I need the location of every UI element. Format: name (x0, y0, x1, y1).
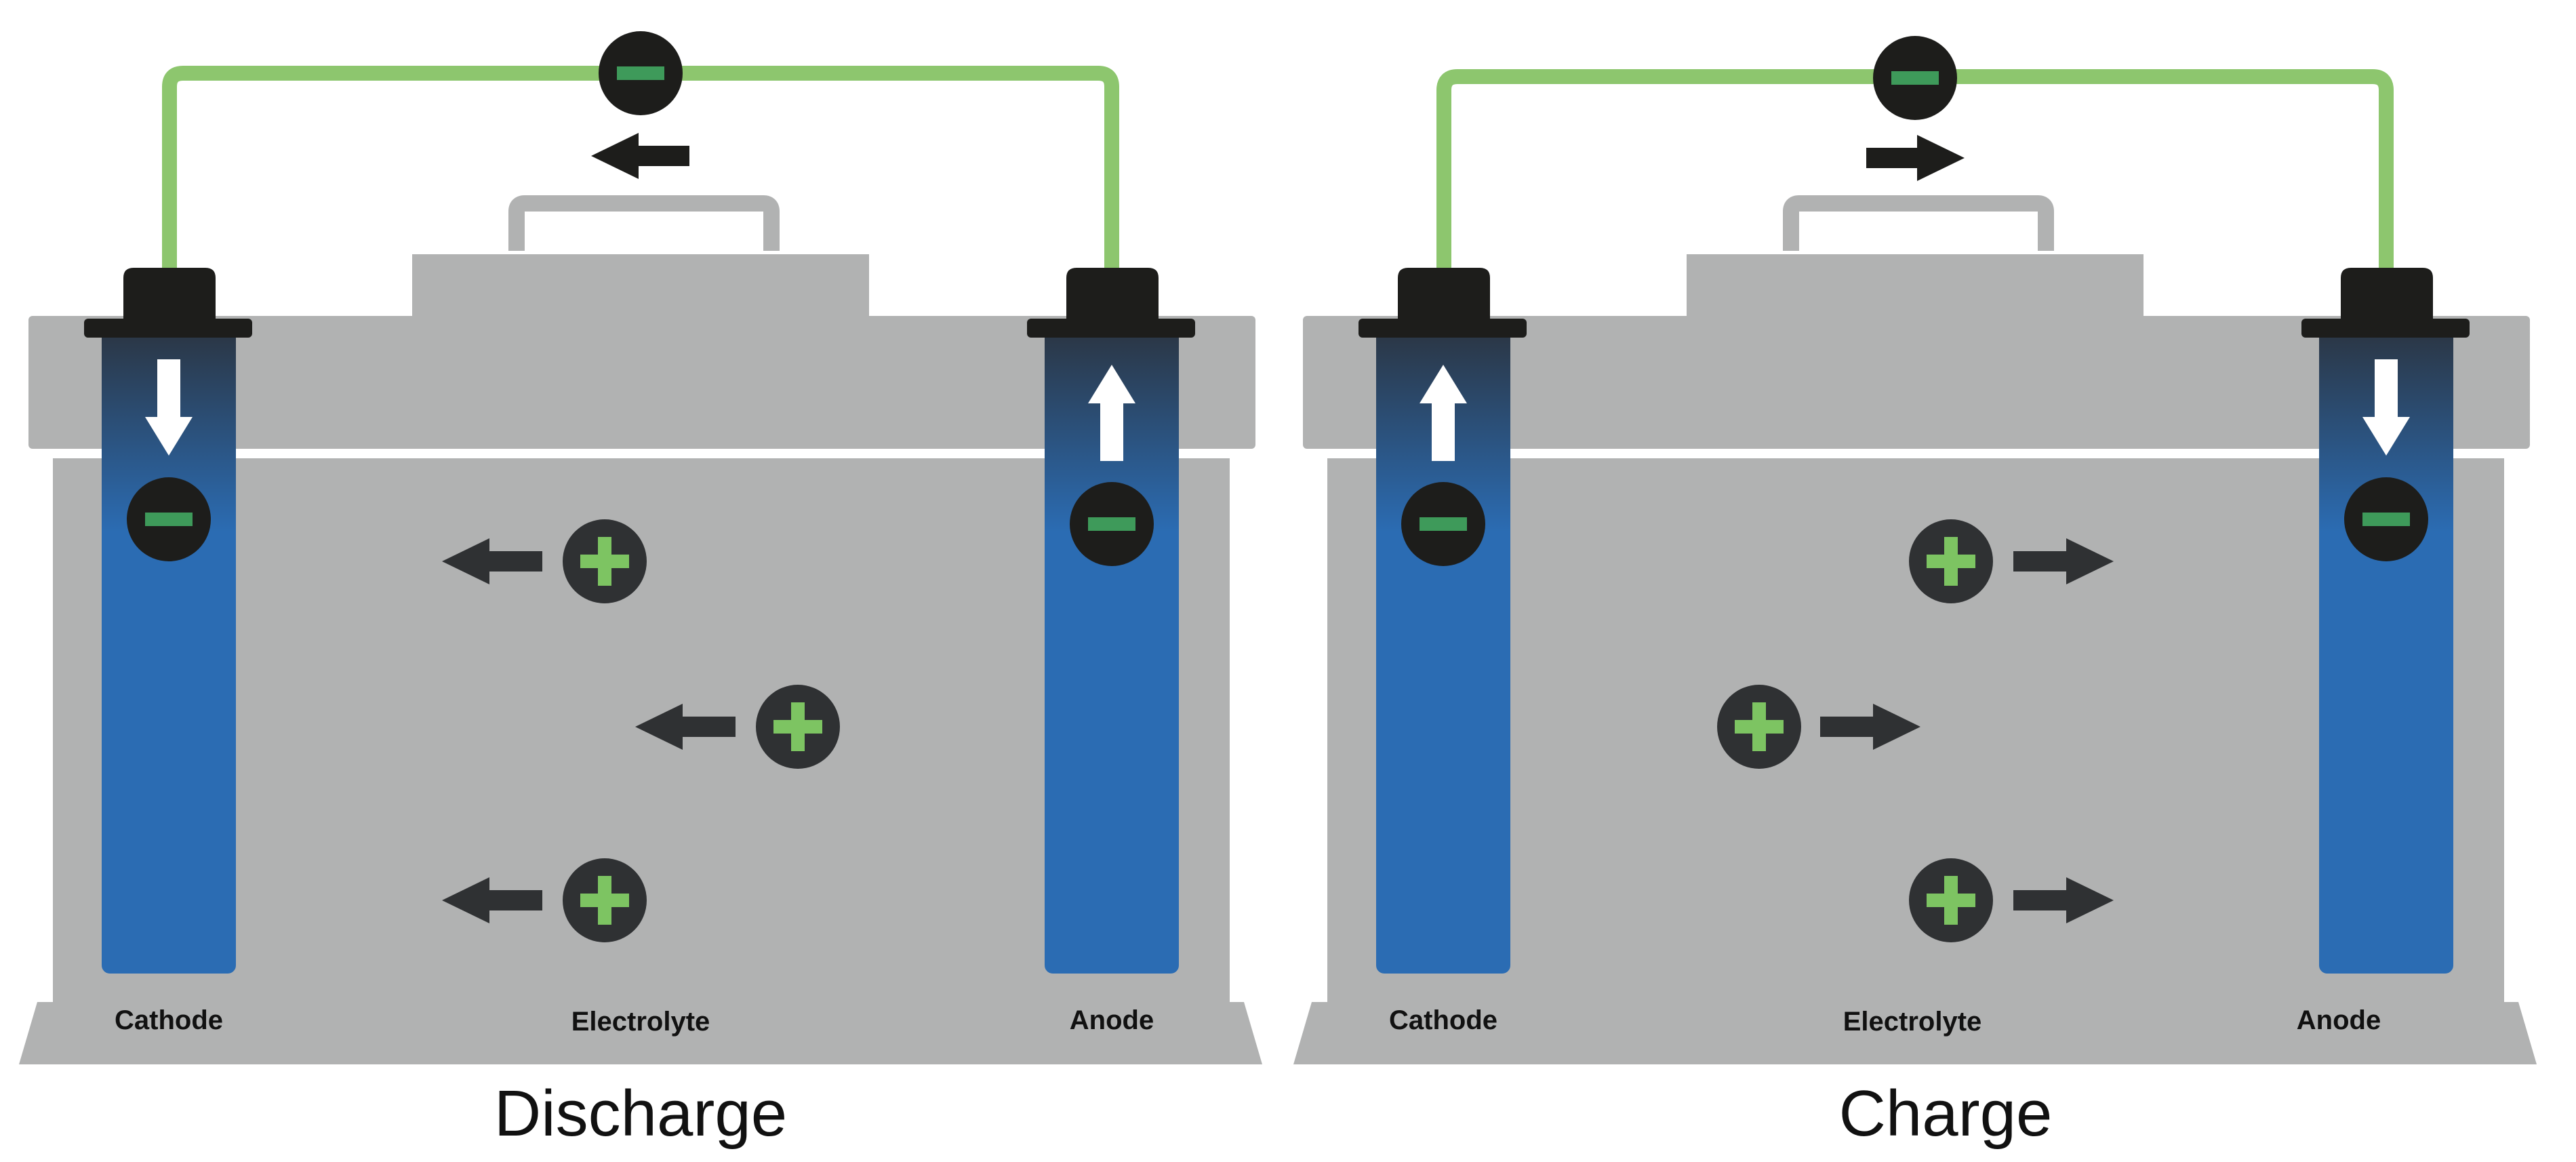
cathode-terminal (84, 268, 252, 338)
anode-terminal (2301, 268, 2470, 338)
ion-1-icon (1909, 519, 1993, 603)
battery-handle (508, 195, 780, 251)
ion-3-arrow-icon (442, 877, 542, 923)
discharge-panel: Cathode Electrolyte Anode Discharge (19, 31, 1262, 1150)
ion-2-icon (756, 685, 840, 769)
charge-diagram (1293, 36, 2537, 1064)
panel-title: Discharge (494, 1077, 788, 1150)
cathode-label: Cathode (1389, 1005, 1497, 1035)
anode-arrow-up-icon (1088, 365, 1135, 461)
anode-arrow-down-icon (2362, 359, 2410, 456)
cathode-electrode (1376, 324, 1510, 974)
discharge-diagram (19, 31, 1262, 1064)
electron-anode-icon (2344, 477, 2428, 561)
cathode-label: Cathode (115, 1005, 223, 1035)
cathode-electrode (102, 324, 236, 974)
panel-title: Charge (1838, 1077, 2053, 1150)
battery-top-bump (412, 254, 869, 317)
ion-1-arrow-icon (2013, 538, 2114, 584)
ion-2-arrow-icon (635, 704, 736, 750)
ion-3-icon (563, 858, 647, 942)
cathode-arrow-up-icon (1420, 365, 1467, 461)
anode-label: Anode (1069, 1005, 1154, 1035)
charge-panel: Cathode Electrolyte Anode Charge (1274, 0, 2562, 1162)
electron-cathode-icon (1401, 482, 1485, 566)
battery-base (19, 1002, 1262, 1064)
battery-base (1293, 1002, 2537, 1064)
electrolyte-label: Electrolyte (1843, 1007, 1982, 1037)
battery-lid (1303, 316, 2530, 449)
anode-terminal (1027, 268, 1195, 338)
cathode-arrow-down-icon (145, 359, 193, 456)
electrolyte-label: Electrolyte (571, 1007, 710, 1037)
anode-electrode (1045, 324, 1179, 974)
electron-cathode-icon (127, 477, 211, 561)
cathode-terminal (1359, 268, 1527, 338)
ion-1-icon (563, 519, 647, 603)
anode-label: Anode (2296, 1005, 2381, 1035)
electron-anode-icon (1070, 482, 1154, 566)
battery-handle (1783, 195, 2054, 251)
electron-flow-arrow-icon (591, 133, 689, 179)
ion-2-icon (1717, 685, 1801, 769)
ion-2-arrow-icon (1820, 704, 1920, 750)
ion-3-icon (1909, 858, 1993, 942)
ion-1-arrow-icon (442, 538, 542, 584)
anode-electrode (2319, 324, 2453, 974)
battery-lid (28, 316, 1255, 449)
electron-wire-icon (599, 31, 683, 115)
battery-top-bump (1687, 254, 2144, 317)
electron-flow-arrow-icon (1866, 135, 1965, 181)
electron-wire-icon (1873, 36, 1957, 120)
ion-3-arrow-icon (2013, 877, 2114, 923)
